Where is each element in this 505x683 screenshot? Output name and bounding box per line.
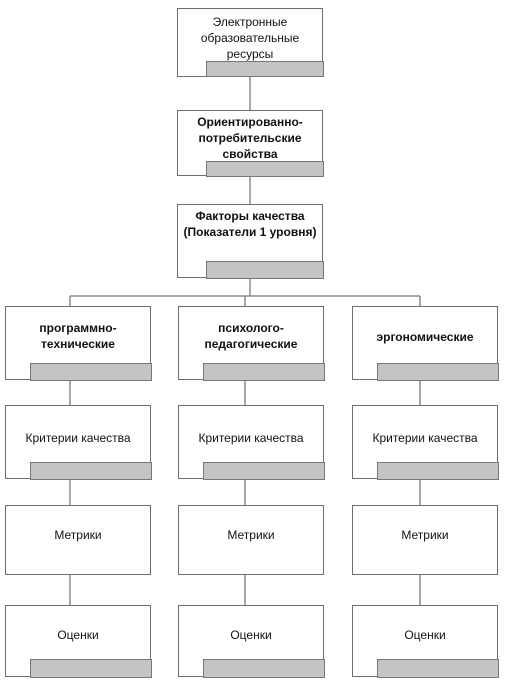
- node-label: Электронные образовательные ресурсы: [200, 15, 300, 61]
- node-label: Ориентированно-потребительские свойства: [197, 115, 303, 161]
- node-label: психолого-педагогические: [204, 321, 298, 351]
- node-label: Метрики: [227, 528, 275, 542]
- node-bar: [206, 161, 324, 177]
- node-criteria-3: Критерии качества: [352, 405, 499, 480]
- node-psych-pedagogical: психолого-педагогические: [178, 306, 325, 381]
- node-bar: [30, 659, 152, 678]
- node-label: Оценки: [230, 628, 272, 642]
- node-bar: [206, 61, 324, 77]
- node-label: Критерии качества: [372, 431, 478, 445]
- node-bar: [206, 261, 324, 279]
- node-scores-3: Оценки: [352, 605, 499, 678]
- node-bar: [203, 659, 325, 678]
- node-bar: [30, 462, 152, 480]
- node-label: эргономические: [376, 330, 474, 344]
- node-label: Критерии качества: [25, 431, 131, 445]
- node-consumer-properties: Ориентированно-потребительские свойства: [177, 110, 324, 177]
- node-bar: [377, 363, 499, 381]
- node-label: Критерии качества: [198, 431, 304, 445]
- node-criteria-1: Критерии качества: [5, 405, 152, 480]
- node-criteria-2: Критерии качества: [178, 405, 325, 480]
- node-label: Оценки: [404, 628, 446, 642]
- node-bar: [203, 462, 325, 480]
- node-bar: [377, 659, 499, 678]
- node-ergonomic: эргономические: [352, 306, 499, 381]
- node-metrics-2: Метрики: [178, 505, 324, 575]
- node-bar: [203, 363, 325, 381]
- node-metrics-1: Метрики: [5, 505, 151, 575]
- node-software-technical: программно-технические: [5, 306, 152, 381]
- node-electronic-resources: Электронные образовательные ресурсы: [177, 8, 324, 77]
- node-label: Оценки: [57, 628, 99, 642]
- node-label: Метрики: [401, 528, 449, 542]
- node-label: программно-технические: [39, 321, 117, 351]
- node-bar: [377, 462, 499, 480]
- node-scores-2: Оценки: [178, 605, 325, 678]
- node-metrics-3: Метрики: [352, 505, 498, 575]
- node-bar: [30, 363, 152, 381]
- node-scores-1: Оценки: [5, 605, 152, 678]
- node-label: Метрики: [54, 528, 102, 542]
- node-label: Факторы качества (Показатели 1 уровня): [183, 209, 317, 239]
- node-quality-factors: Факторы качества (Показатели 1 уровня): [177, 204, 324, 279]
